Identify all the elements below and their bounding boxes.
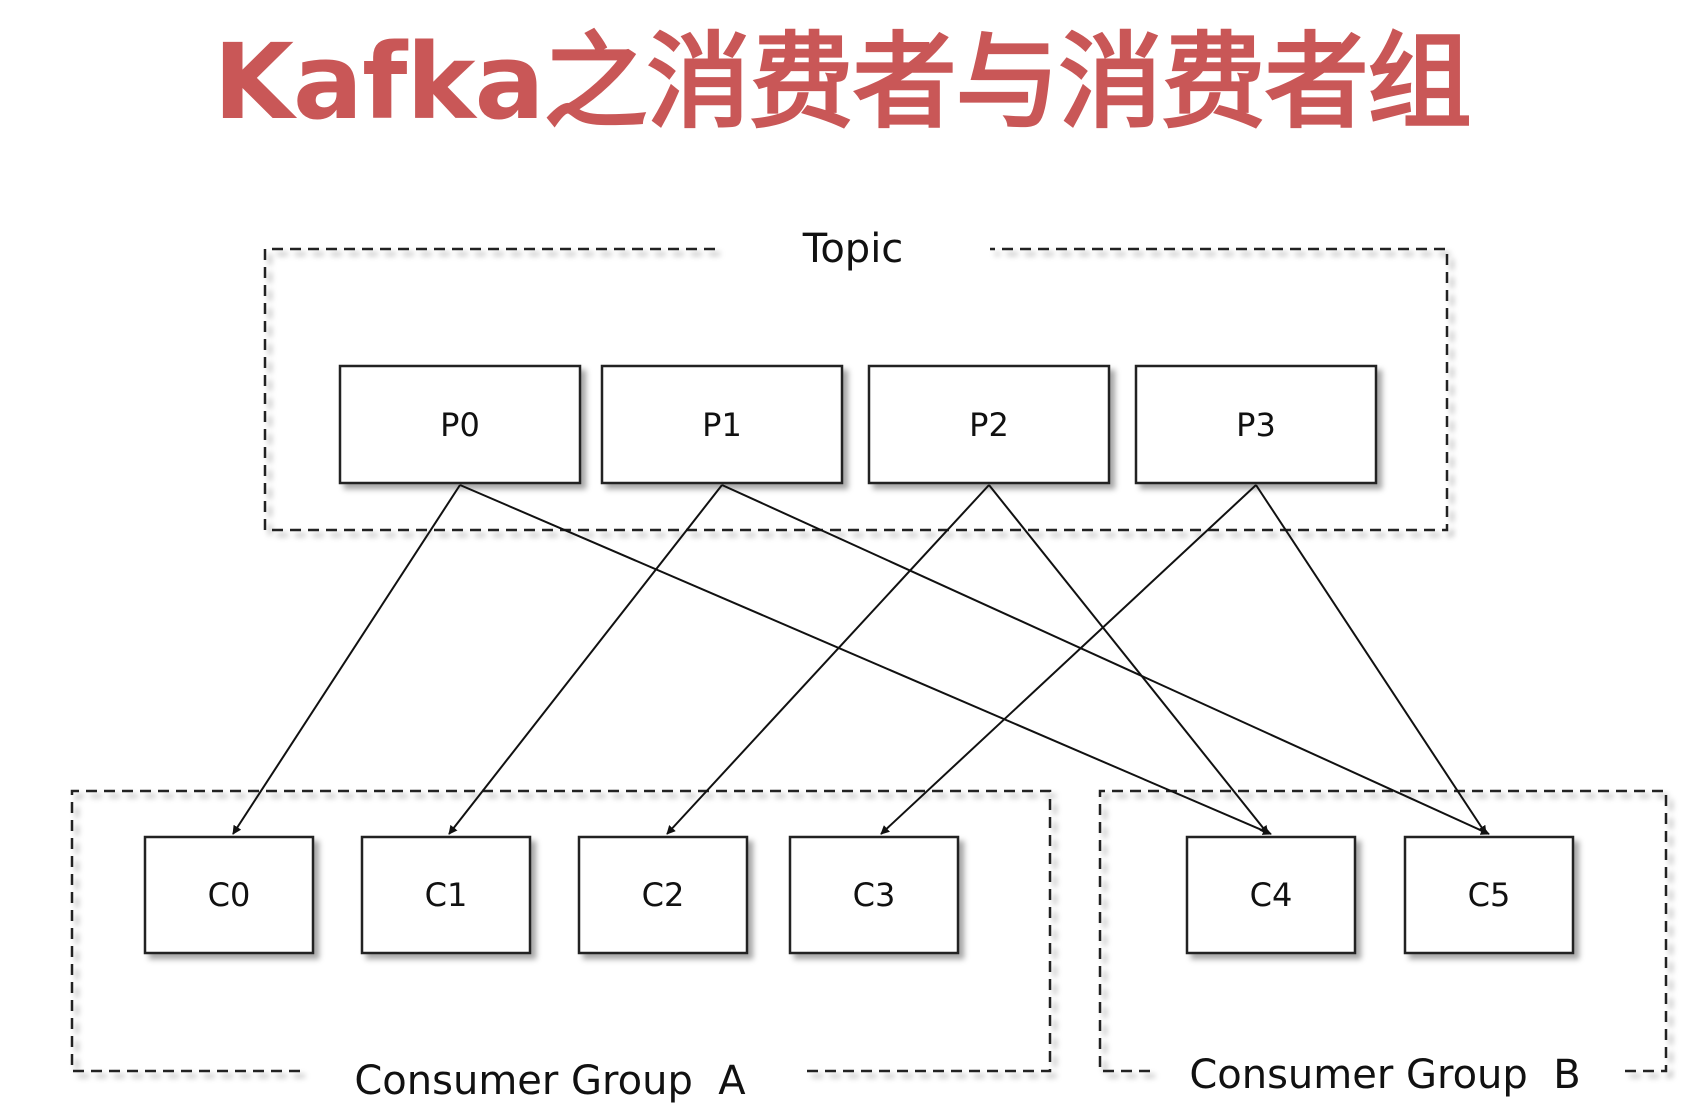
consumer-box-c0: C0 [143, 835, 315, 955]
partition-box-p2: P2 [867, 364, 1111, 485]
consumer-label: C2 [642, 876, 685, 914]
consumer-label: C0 [208, 876, 251, 914]
arrow-p0-c4 [459, 484, 1272, 835]
topic-container: Topic [263, 226, 1449, 532]
partition-label: P1 [702, 406, 742, 444]
consumer-box-c2: C2 [577, 835, 749, 955]
consumer-group-b-border [1098, 789, 1668, 1073]
arrow-p0-c0 [232, 484, 461, 835]
partition-label: P2 [969, 406, 1009, 444]
consumer-box-c1: C1 [360, 835, 532, 955]
consumer-box-c4: C4 [1185, 835, 1357, 955]
consumer-label: C3 [853, 876, 896, 914]
consumer-group-b-label: Consumer Group B [1189, 1052, 1580, 1098]
consumer-label: C1 [425, 876, 468, 914]
arrow-p2-c4 [988, 484, 1269, 835]
arrow-p3-c5 [1255, 484, 1487, 835]
arrow-p1-c1 [448, 484, 723, 835]
consumer-box-c5: C5 [1403, 835, 1575, 955]
topic-label: Topic [802, 226, 904, 272]
consumer-box-c3: C3 [788, 835, 960, 955]
arrow-p2-c2 [666, 484, 990, 835]
arrow-p1-c5 [721, 484, 1490, 835]
consumer-group-a-border [70, 789, 1052, 1073]
consumer-label: C5 [1468, 876, 1511, 914]
consumer-group-a-container: Consumer Group A [70, 789, 1052, 1104]
consumer-group-b-container: Consumer Group B [1098, 789, 1668, 1098]
partition-label: P0 [440, 406, 480, 444]
topic-border [263, 247, 1449, 532]
consumer-group-a-label: Consumer Group A [354, 1058, 746, 1104]
partition-box-p3: P3 [1134, 364, 1378, 485]
partition-box-p1: P1 [600, 364, 844, 485]
assignment-arrows [232, 484, 1490, 835]
partition-label: P3 [1236, 406, 1276, 444]
page-title: Kafka之消费者与消费者组 [213, 21, 1471, 143]
partition-box-p0: P0 [338, 364, 582, 485]
arrow-p3-c3 [880, 484, 1257, 835]
consumer-label: C4 [1250, 876, 1293, 914]
